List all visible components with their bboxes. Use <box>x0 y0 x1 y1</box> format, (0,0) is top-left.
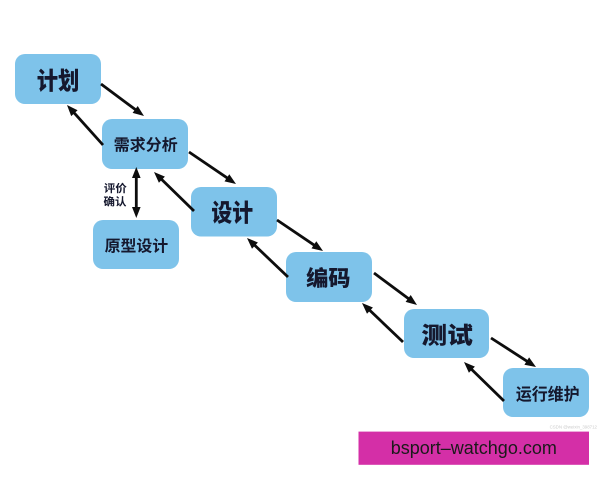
svg-text:bsport–watchgo.com: bsport–watchgo.com <box>391 438 557 458</box>
svg-text:CSDN @weixin_398712: CSDN @weixin_398712 <box>550 425 598 430</box>
